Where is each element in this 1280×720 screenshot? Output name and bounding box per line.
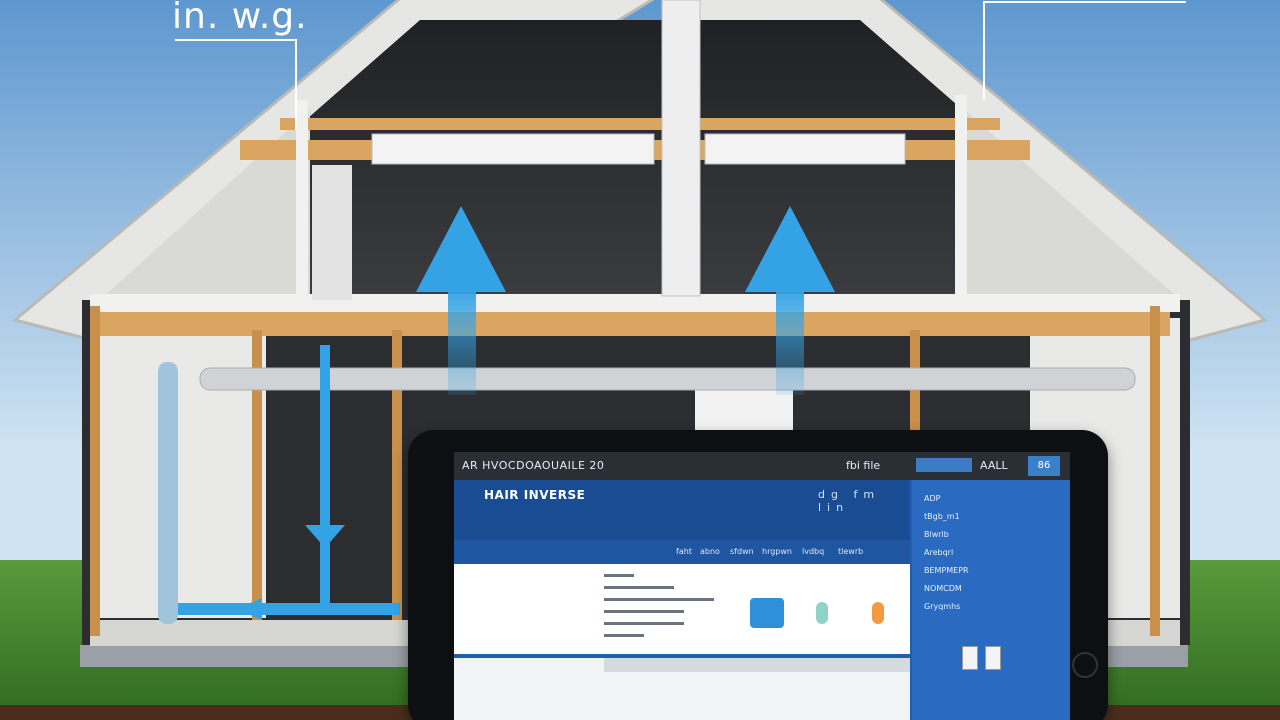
sidebar-item[interactable]: NOMCDM [924, 584, 962, 593]
stud-right [1150, 306, 1160, 636]
airflow-downdraft-line [178, 345, 400, 620]
product-card[interactable] [962, 646, 978, 670]
tablet-home-button[interactable] [1072, 652, 1098, 678]
vertical-chimney-duct [661, 0, 701, 297]
attic-post-right [955, 95, 967, 300]
callout-leader-right [983, 1, 1186, 100]
content-panel [454, 564, 910, 654]
sidebar-item[interactable]: tBgb_m1 [924, 512, 960, 521]
search-input[interactable] [916, 458, 972, 472]
main-menu: faht abno sfdwn hrgpwn lvdbq tlewrb [454, 540, 910, 564]
attic-duct-right [704, 133, 906, 165]
attic-beam-upper [280, 118, 1000, 130]
sidebar-item[interactable]: Gryqmhs [924, 602, 961, 611]
sidebar-item[interactable]: Arebqrl [924, 548, 954, 557]
heater-icon [872, 602, 884, 624]
menu-item[interactable]: faht [676, 547, 692, 556]
login-link[interactable]: AALL [980, 459, 1008, 472]
topbar-nav[interactable]: fbi file [846, 459, 881, 472]
tablet-screen: AR HVOCDOAOUAILE 20 fbi file AALL 86 HAI… [454, 452, 1070, 720]
attic-post-left [296, 100, 308, 300]
hero-icon-row[interactable]: dg fm lin [818, 488, 881, 514]
product-cards [962, 646, 1005, 672]
menu-item[interactable]: sfdwn [730, 547, 754, 556]
sidebar-item[interactable]: BEMPMEPR [924, 566, 969, 575]
left-vertical-duct [312, 165, 352, 300]
sidebar-item[interactable]: ADP [924, 494, 941, 503]
sidebar-item[interactable]: Blwrlb [924, 530, 949, 539]
filter-icon [816, 602, 828, 624]
callout-leader-left [175, 39, 297, 130]
menu-item[interactable]: abno [700, 547, 720, 556]
ceiling-pipe [199, 367, 1136, 391]
menu-item[interactable]: hrgpwn [762, 547, 792, 556]
results-list [454, 658, 910, 720]
attic-duct-left [371, 133, 655, 165]
product-card[interactable] [984, 646, 1001, 670]
menu-item[interactable]: tlewrb [838, 547, 864, 556]
ceiling-slab [90, 294, 1180, 312]
list-header [604, 658, 910, 672]
site-title: AR HVOCDOAOUAILE 20 [462, 459, 605, 472]
brand-logo-text[interactable]: HAIR INVERSE [484, 488, 586, 502]
stud-a [252, 330, 262, 620]
pressure-unit-label: in. w.g. [172, 0, 308, 37]
stud-b [392, 330, 402, 620]
menu-item[interactable]: lvdbq [802, 547, 825, 556]
ceiling-joist [100, 312, 1170, 336]
tablet-topbar: AR HVOCDOAOUAILE 20 fbi file AALL 86 [454, 452, 1070, 480]
hvac-arrow-icon [750, 598, 784, 628]
stud-left [90, 306, 100, 636]
airflow-arrow-left [416, 206, 506, 395]
hero-banner: HAIR INVERSE dg fm lin [454, 480, 910, 540]
tablet-device: AR HVOCDOAOUAILE 20 fbi file AALL 86 HAI… [408, 430, 1108, 720]
left-down-pipe [158, 362, 178, 624]
airflow-arrow-right [745, 206, 835, 395]
account-badge[interactable]: 86 [1028, 456, 1060, 476]
sidebar-panel: ADP tBgb_m1 Blwrlb Arebqrl BEMPMEPR NOMC… [912, 480, 1070, 720]
left-room-wall [96, 318, 266, 618]
